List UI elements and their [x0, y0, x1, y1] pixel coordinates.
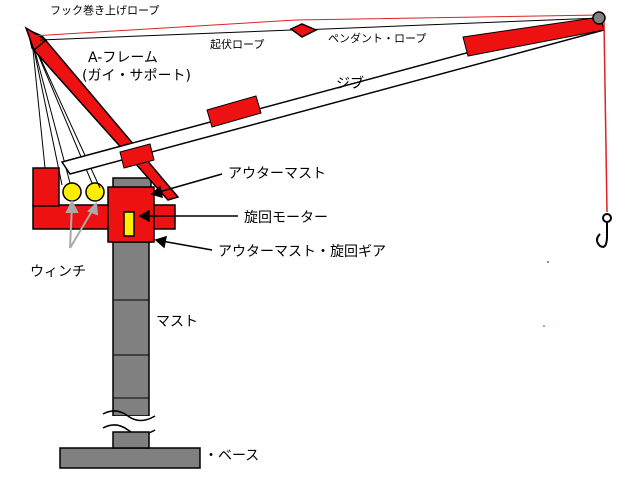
slewing-motor-pointer [138, 209, 238, 223]
label-slewing-motor: 旋回モーター [244, 210, 328, 226]
hook-hoist-rope [31, 14, 601, 37]
jib [60, 16, 605, 175]
label-pendant-rope: ペンダント・ロープ [328, 31, 426, 45]
outer-mast-pointer [150, 173, 223, 199]
label-a-frame-sub: (ガイ・サポート) [82, 68, 191, 84]
label-a-frame: A-フレーム [88, 50, 158, 66]
winch-pointer [65, 199, 99, 249]
jib-tip-sheave [592, 11, 606, 25]
crane-base [59, 447, 201, 469]
hook-line [603, 21, 608, 213]
label-winch: ウィンチ [30, 264, 86, 280]
pendant-rope [299, 17, 601, 31]
label-jib: ジブ [336, 75, 364, 92]
label-luffing-rope: 起伏ロープ [210, 37, 264, 51]
label-hook-hoist-rope: フック巻き上げロープ [50, 4, 159, 17]
label-outer-mast: アウターマスト [228, 166, 326, 182]
winch-drum-1 [62, 182, 82, 202]
label-outer-mast-slewing-gear: アウターマスト・旋回ギア [218, 244, 386, 260]
a-frame-top [24, 26, 48, 52]
luffing-rope [39, 29, 293, 41]
slewing-gear-pointer [154, 235, 213, 251]
luffing-sheave-block [289, 23, 318, 38]
label-base: ・ベース [204, 448, 259, 464]
slewing-motor [123, 211, 135, 237]
crane-mast [102, 239, 156, 449]
crane-hook [596, 213, 612, 248]
winch-drum-2 [85, 182, 105, 202]
label-mast: マスト [156, 314, 198, 330]
